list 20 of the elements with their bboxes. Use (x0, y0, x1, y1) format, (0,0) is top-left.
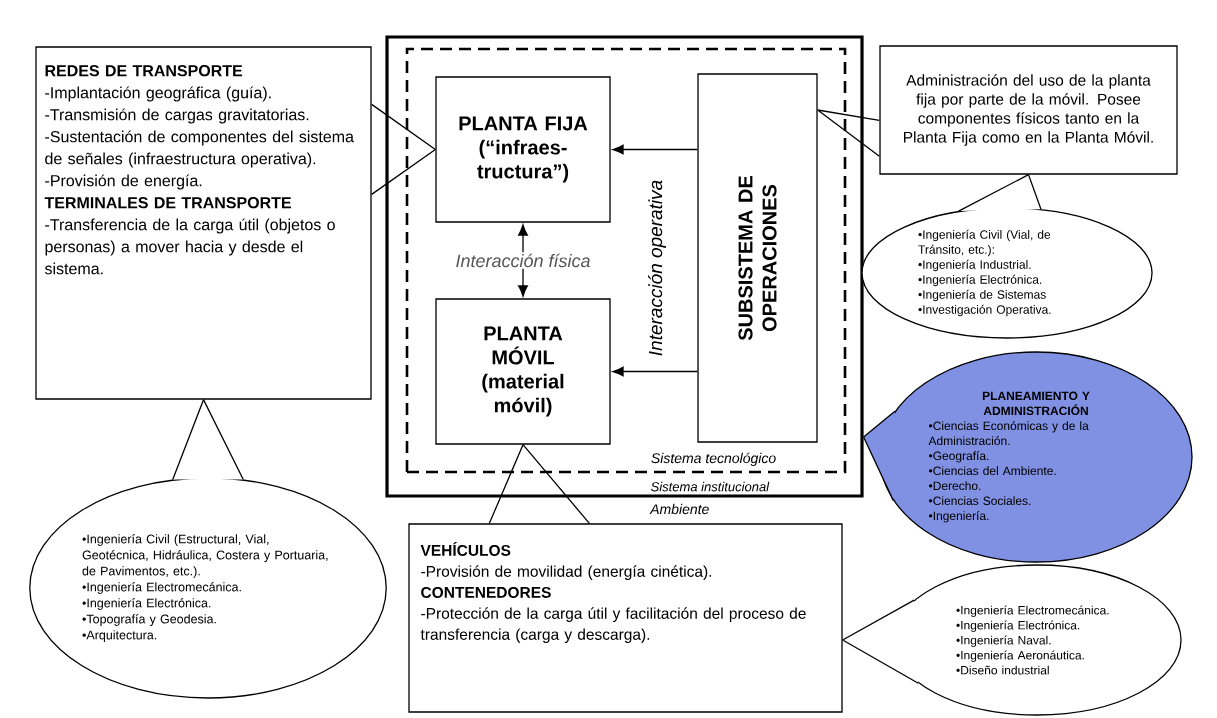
callout-tail (862, 410, 896, 502)
callout-box: VEHÍCULOS -Provisión de movilidad (energía cinética). CONTENEDORES -Protección de la carga útil y facilitación del proceso de transferencia (carga y descarga). (408, 523, 843, 713)
rotated-label: Interacción operativa (648, 180, 666, 356)
arrow (518, 224, 528, 297)
speech-bubble: •Ingeniería Civil (Estructural, Vial, Geotécnica, Hidráulica, Costera y Portuaria, de Pavimentos, etc.). •Ingeniería Electromecánica. •Ingeniería Electrónica. •Topografía y Geodesia. •Arquitectura. (29, 477, 387, 699)
speech-bubble: •Ingeniería Electromecánica. •Ingeniería Electrónica. •Ingeniería Naval. •Ingeniería Aeronáutica. •Diseño industrial (892, 564, 1182, 716)
arrow (612, 144, 698, 155)
plant-box: PLANTA FIJA (“infraes- tructura”) (435, 76, 611, 223)
operations-box: SUBSISTEMA DE OPERACIONES (697, 73, 818, 443)
edge-label: Interacción física (454, 252, 593, 269)
callout-tail (817, 109, 880, 157)
plant-box: PLANTA MÓVIL (material móvil) (435, 298, 611, 445)
callout-box: REDES DE TRANSPORTE -Implantación geográfica (guía). -Transmisión de cargas gravitatorias. -Sustentación de componentes del sistema de señales (infraestructura operativa). -Provisión de energía. TERMINALES DE TRANSPORTE -Transferencia de la carga útil (objetos o personas) a mover hacia y desde el sistema. (35, 46, 372, 400)
callout-tail (958, 174, 1042, 212)
speech-bubble: PLANEAMIENTO Y ADMINISTRACIÓN •Ciencias Económicas y de la Administración. •Geografía. •Ciencias del Ambiente. •Derecho. •Ciencias Sociales. •Ingeniería. (879, 351, 1193, 563)
callout-tail (371, 103, 436, 195)
callout-tail (488, 444, 590, 524)
arrow (612, 366, 698, 377)
callout-tail (172, 399, 244, 481)
callout-tail (842, 599, 919, 684)
